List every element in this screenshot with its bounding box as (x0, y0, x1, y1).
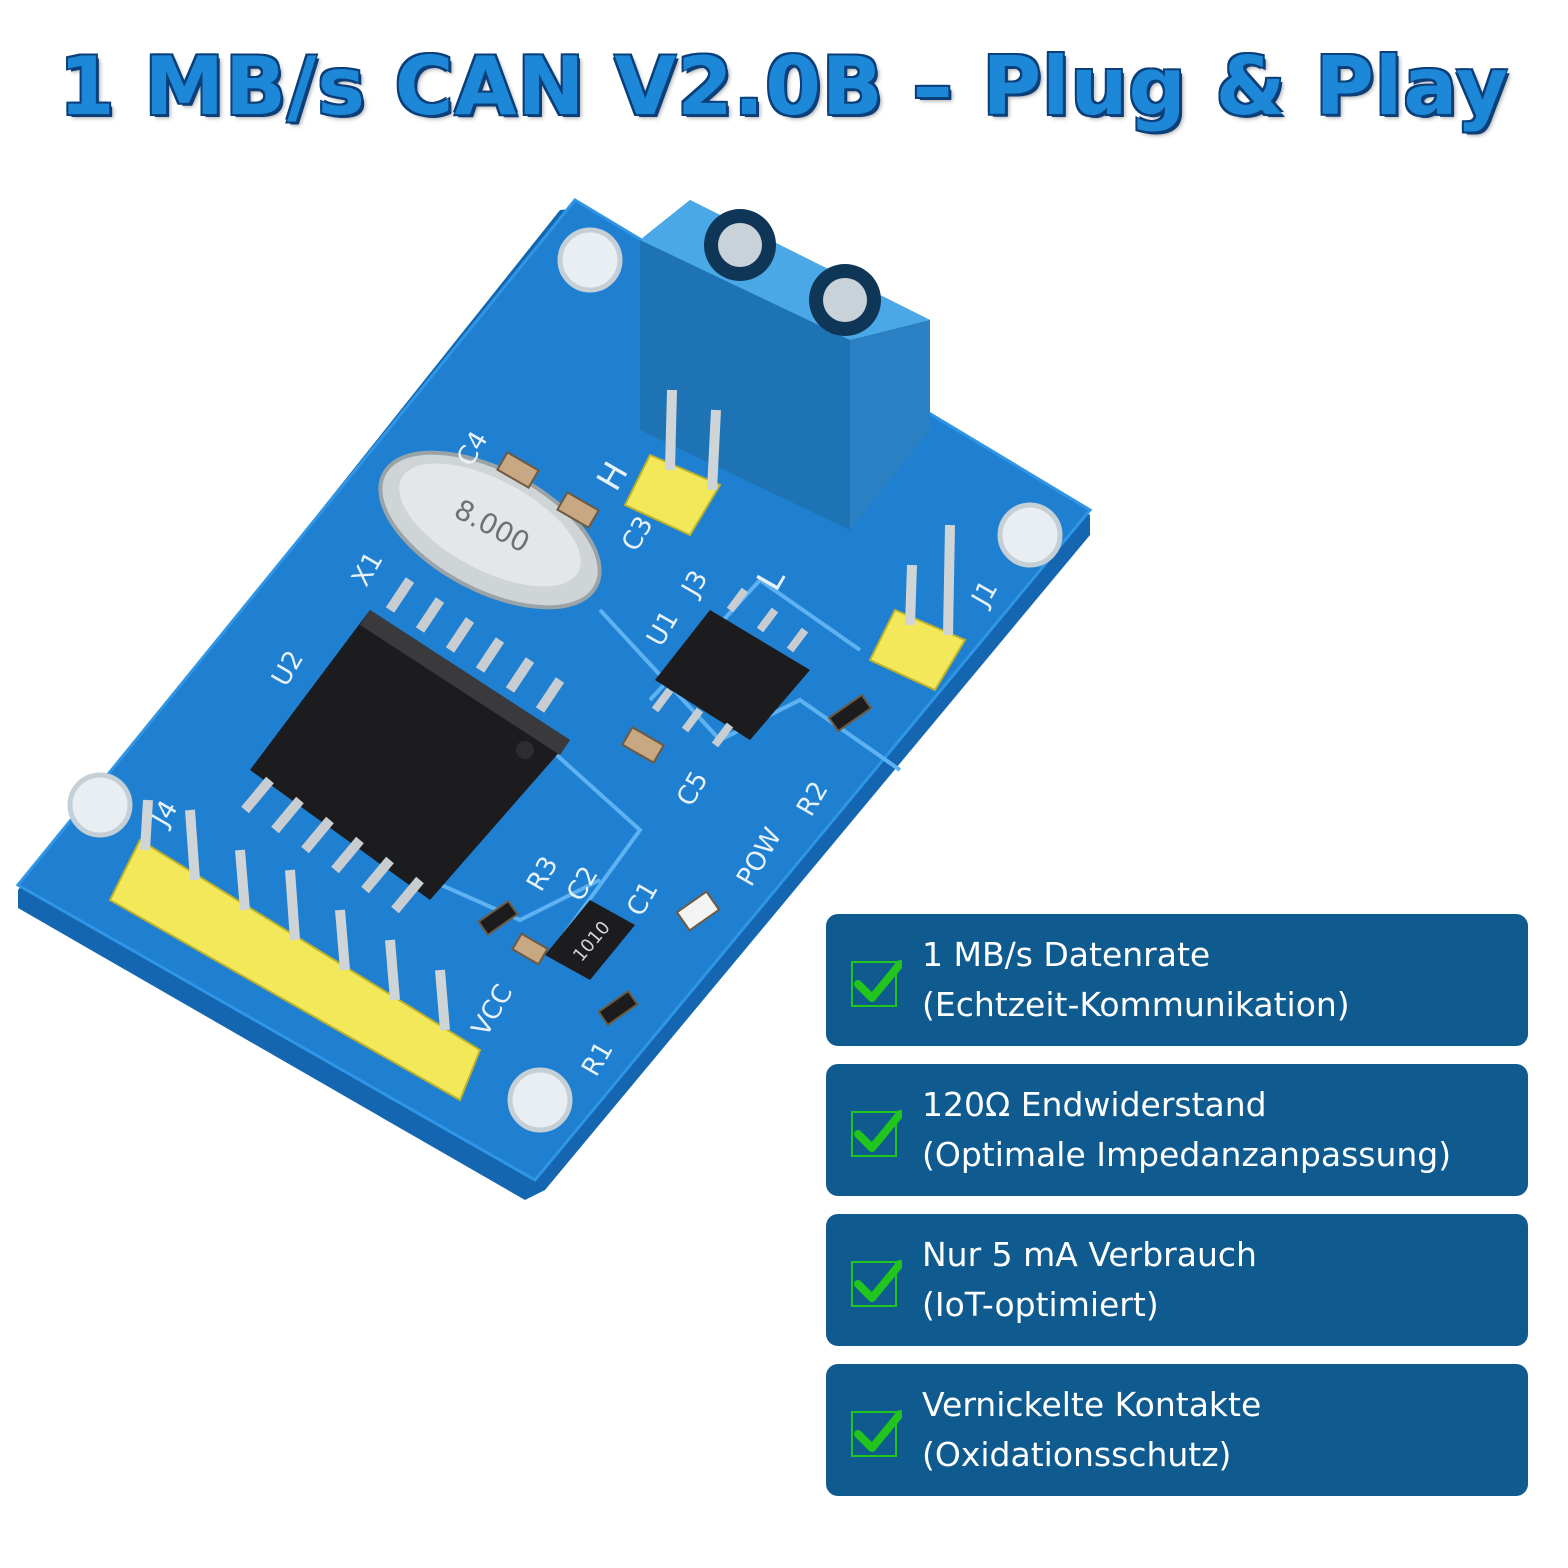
checkmark-icon (851, 1410, 902, 1457)
feature-card: Vernickelte Kontakte (Oxidationsschutz) (826, 1364, 1528, 1496)
pin-header-j4 (108, 799, 482, 1102)
checkmark-icon (851, 1260, 902, 1307)
feature-title: Nur 5 mA Verbrauch (922, 1235, 1257, 1274)
feature-subtitle: (Oxidationsschutz) (922, 1435, 1232, 1474)
feature-subtitle: (Echtzeit-Kommunikation) (922, 985, 1350, 1024)
feature-subtitle: (Optimale Impedanzanpassung) (922, 1135, 1452, 1174)
feature-subtitle: (IoT-optimiert) (922, 1285, 1159, 1324)
regulator-chip: 1010 (545, 900, 635, 980)
ic-u2 (241, 577, 570, 914)
jumper-headers (623, 389, 967, 692)
checkmark-icon (851, 1110, 902, 1157)
screw-terminal-block (640, 200, 930, 530)
feature-title: 1 MB/s Datenrate (922, 935, 1211, 974)
feature-card: 120Ω Endwiderstand (Optimale Impedanzanp… (826, 1064, 1528, 1196)
can-module-board: 8.000 (15, 198, 1093, 1200)
checkmark-icon (851, 960, 902, 1007)
smd-components (477, 450, 873, 1027)
feature-card: 1 MB/s Datenrate (Echtzeit-Kommunikation… (826, 914, 1528, 1046)
feature-title: 120Ω Endwiderstand (922, 1085, 1267, 1124)
can-module-illustration: 8.000 (0, 180, 1140, 1220)
feature-list: 1 MB/s Datenrate (Echtzeit-Kommunikation… (826, 914, 1528, 1514)
headline: 1 MB/s CAN V2.0B – Plug & Play (59, 40, 1509, 133)
ic-u1 (651, 587, 810, 748)
feature-card: Nur 5 mA Verbrauch (IoT-optimiert) (826, 1214, 1528, 1346)
feature-title: Vernickelte Kontakte (922, 1385, 1262, 1424)
crystal-oscillator: 8.000 (378, 450, 602, 610)
